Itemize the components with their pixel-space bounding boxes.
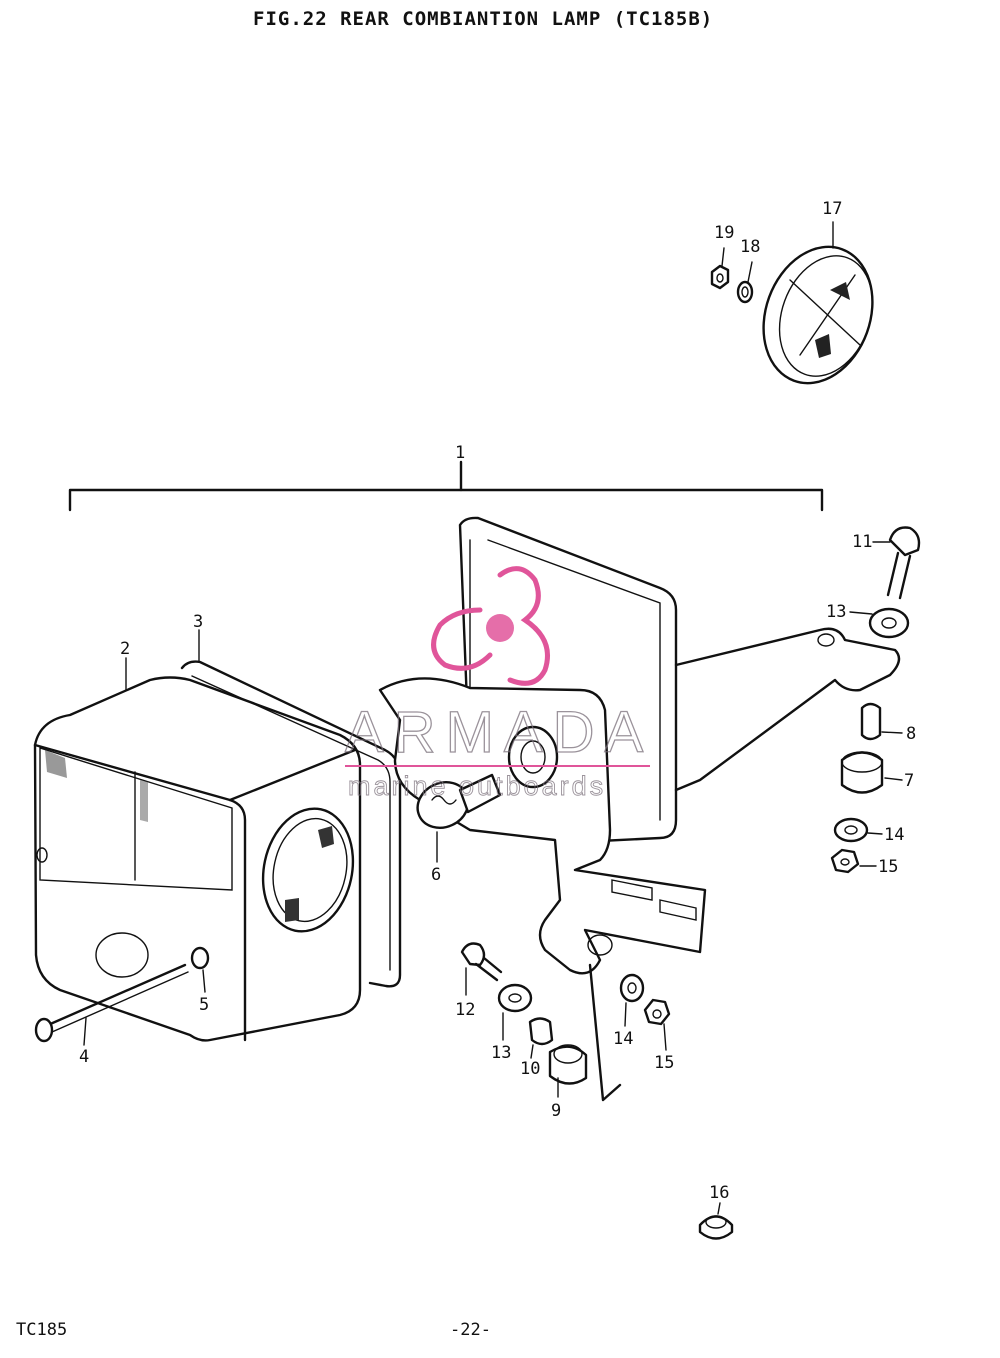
callout-19: 19: [714, 223, 734, 243]
washer-14-left: [619, 973, 645, 1027]
watermark: ARMADA marine outboards: [344, 566, 653, 801]
grommet-16: [698, 1202, 734, 1240]
reflector-17: [762, 221, 874, 385]
callout-1: 1: [455, 443, 465, 463]
washer-13-left: [497, 983, 533, 1041]
watermark-tagline: marine outboards: [348, 771, 606, 801]
watermark-brand: ARMADA: [345, 700, 653, 765]
callout-5: 5: [199, 995, 209, 1015]
callout-6: 6: [431, 865, 441, 885]
cushion-7: [840, 751, 903, 794]
figure-title: FIG.22 REAR COMBIANTION LAMP (TC185B): [253, 8, 714, 30]
lamp-housing-2: [33, 657, 362, 1042]
watermark-logo-icon: [431, 566, 550, 686]
bolt-11: [872, 526, 921, 600]
callout-14-left: 14: [613, 1029, 633, 1049]
bulb-6: [416, 773, 502, 863]
footer-model: TC185: [16, 1320, 68, 1340]
callout-9: 9: [551, 1101, 561, 1121]
callout-13-left: 13: [491, 1043, 511, 1063]
callout-8: 8: [906, 724, 916, 744]
nut-19: [710, 247, 730, 290]
callout-2: 2: [120, 639, 130, 659]
washer-13-right: [849, 607, 910, 639]
nut-15-left: [643, 998, 671, 1051]
callout-4: 4: [79, 1047, 89, 1067]
bolt-12: [460, 942, 503, 996]
callout-10: 10: [520, 1059, 540, 1079]
callout-16: 16: [709, 1183, 729, 1203]
screw-4: [34, 963, 189, 1046]
washer-18: [736, 261, 754, 304]
callout-7: 7: [904, 771, 914, 791]
callout-17: 17: [822, 199, 842, 219]
callout-15-left: 15: [654, 1053, 674, 1073]
washer-14-right: [833, 817, 883, 843]
callout-13-right: 13: [826, 602, 846, 622]
callout-15-right: 15: [878, 857, 898, 877]
callout-12: 12: [455, 1000, 475, 1020]
nut-15-right: [830, 848, 877, 874]
callout-11: 11: [852, 532, 872, 552]
callout-3: 3: [193, 612, 203, 632]
cushion-9: [548, 1044, 588, 1098]
callout-14-right: 14: [884, 825, 904, 845]
callout-18: 18: [740, 237, 760, 257]
footer-page-number: -22-: [450, 1320, 491, 1340]
washer-5: [190, 946, 210, 993]
collar-10: [528, 1017, 554, 1059]
callout-labels: 1 2 3 4 5 6 7 8 9 10 11 12 13 13 14 14 1…: [79, 199, 916, 1203]
assembly-bracket: [68, 460, 824, 512]
collar-8: [860, 702, 903, 741]
